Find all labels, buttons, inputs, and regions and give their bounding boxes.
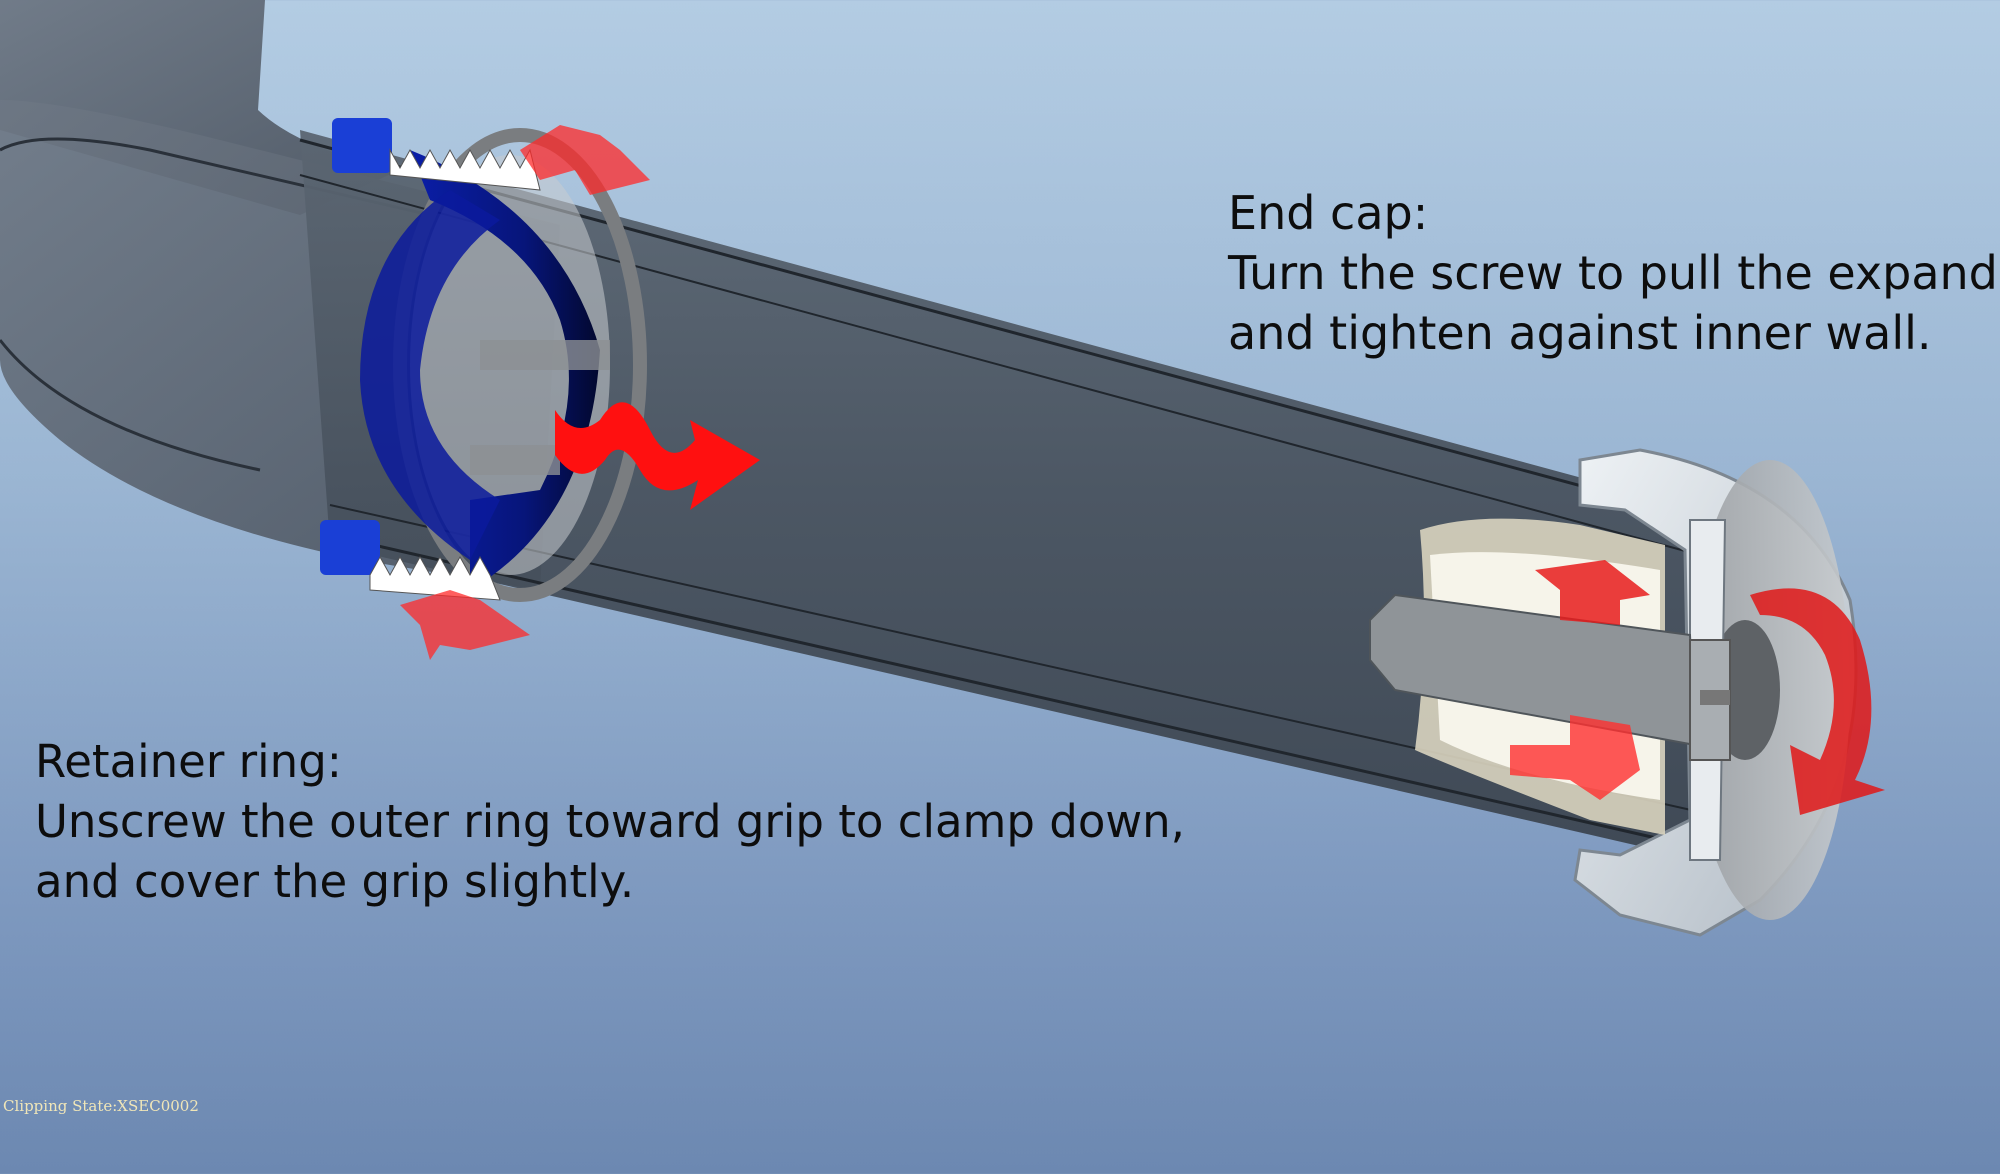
retainer-title: Retainer ring: [35, 735, 342, 788]
clamp-arrow-bottom [400, 590, 530, 660]
end-cap-line2: and tighten against inner wall. [1228, 306, 1932, 360]
end-cap-title: End cap: [1228, 186, 1429, 240]
end-cap-line1: Turn the screw to pull the expander [1228, 246, 2000, 300]
rotate-arrow [1750, 588, 1885, 815]
clamp-arrow-top [520, 125, 650, 195]
unscrew-wavy-arrow [555, 402, 760, 510]
main-tube [300, 130, 1700, 860]
retainer-line1: Unscrew the outer ring toward grip to cl… [35, 795, 1185, 848]
retainer-ring-callout: Retainer ring: Unscrew the outer ring to… [35, 732, 1185, 912]
retainer-ring [320, 118, 647, 602]
end-cap-callout: End cap: Turn the screw to pull the expa… [1228, 183, 2000, 363]
retainer-line2: and cover the grip slightly. [35, 855, 635, 908]
clipping-state-label: Clipping State:XSEC0002 [3, 1097, 199, 1115]
expander-arrow-down [1510, 715, 1640, 800]
expander-arrow-up [1535, 560, 1650, 625]
